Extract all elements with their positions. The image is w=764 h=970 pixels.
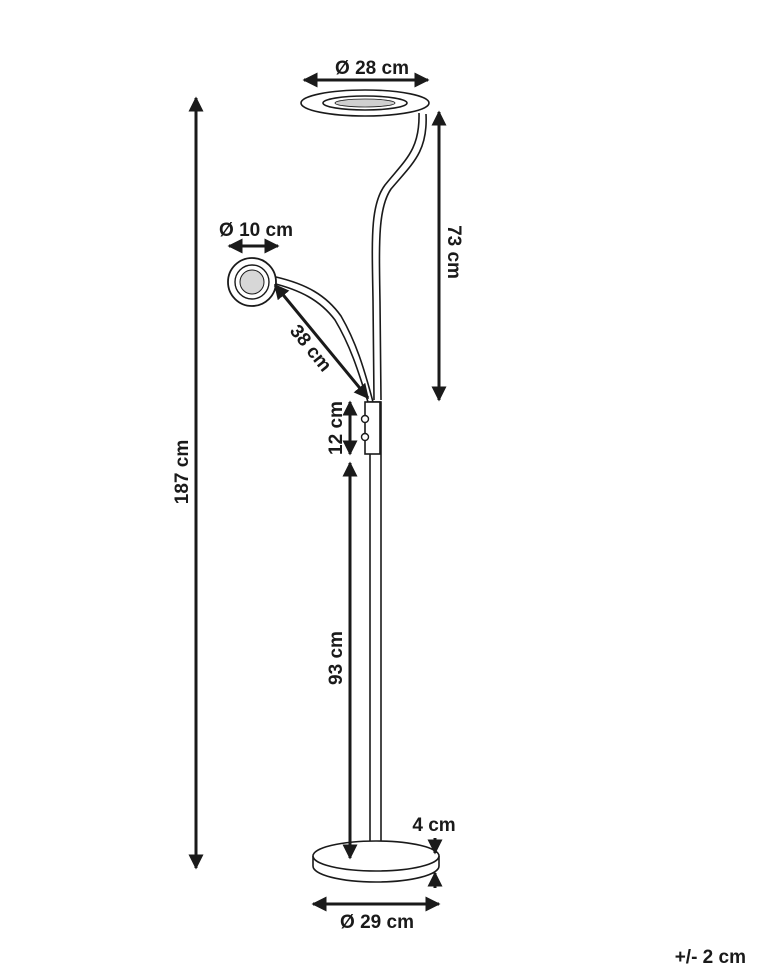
joint-height-label: 12 cm <box>326 401 347 455</box>
base-diameter-label: Ø 29 cm <box>340 912 414 933</box>
tolerance-label: +/- 2 cm <box>675 947 746 968</box>
floor-lamp <box>227 89 440 883</box>
dimension-labels: Ø 28 cm 73 cm 187 cm Ø 10 cm 38 cm 12 cm… <box>172 58 746 968</box>
reading-arm-arrow <box>273 283 370 400</box>
top-lamp-head <box>300 89 430 117</box>
top-gooseneck <box>371 112 420 401</box>
joint-block <box>364 401 381 455</box>
top-height-label: 73 cm <box>443 225 464 279</box>
joint-knob-lower <box>360 432 370 442</box>
pole-height-label: 93 cm <box>326 631 347 685</box>
base-height-label: 4 cm <box>412 815 455 836</box>
joint-knob-upper <box>360 414 370 424</box>
lamp-base <box>312 840 440 883</box>
reading-lamp-head <box>227 257 277 307</box>
main-pole <box>369 401 382 857</box>
top-diameter-label: Ø 28 cm <box>335 58 409 79</box>
reading-diameter-label: Ø 10 cm <box>219 220 293 241</box>
dimension-lines <box>188 72 447 912</box>
total-height-label: 187 cm <box>172 440 193 504</box>
